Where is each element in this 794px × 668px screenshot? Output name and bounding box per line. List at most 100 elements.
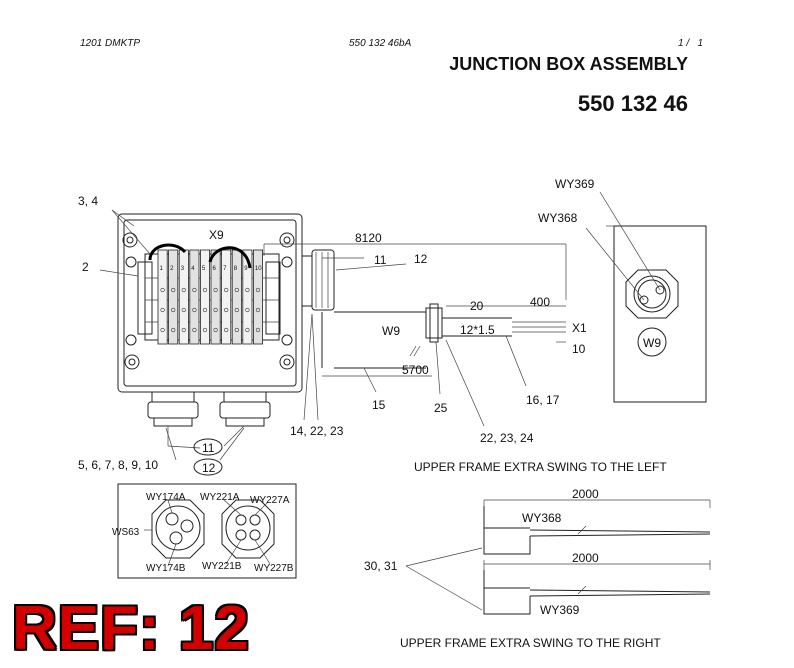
terminal-block <box>242 249 253 345</box>
terminal-number: 10 <box>255 266 262 272</box>
terminal-screw <box>255 287 261 293</box>
terminal-block <box>189 249 200 345</box>
label-3-4: 3, 4 <box>78 194 98 208</box>
label-400: 400 <box>530 295 550 309</box>
terminal-screw <box>171 307 176 313</box>
corner-screws <box>122 232 295 370</box>
label-w9-side: W9 <box>643 336 661 350</box>
terminal-number: 4 <box>191 266 195 272</box>
terminal-screw <box>224 307 229 313</box>
terminal-screw <box>224 287 229 293</box>
terminal-screw <box>202 327 208 333</box>
label-25: 25 <box>434 401 448 415</box>
labels: 3, 4 2 X9 8120 11 12 20 400 W9 12*1.5 X1… <box>78 177 667 650</box>
part-number: 550 132 46 <box>577 91 688 116</box>
label-15: 15 <box>372 398 386 412</box>
terminal-screw <box>213 287 218 293</box>
label-2000-top: 2000 <box>572 487 599 501</box>
terminal-block <box>199 249 210 345</box>
terminal-screw <box>192 327 197 333</box>
terminal-screw <box>181 307 186 313</box>
label-ws63: WS63 <box>112 527 140 538</box>
terminal-screw <box>171 327 176 333</box>
label-wy227b: WY227B <box>254 563 294 574</box>
terminal-block <box>221 249 232 345</box>
cable-w9 <box>263 243 567 427</box>
terminal-screw <box>202 307 208 313</box>
terminal-screw <box>234 287 239 293</box>
terminal-screw <box>160 327 165 333</box>
terminal-screw <box>234 327 239 333</box>
terminal-screw <box>245 327 250 333</box>
doc-number: 550 132 46bA <box>349 38 412 49</box>
terminal-number: 1 <box>160 266 164 272</box>
terminal-block <box>168 249 179 345</box>
terminal-screw <box>160 287 165 293</box>
terminal-screw <box>202 287 208 293</box>
terminal-block <box>157 249 168 345</box>
label-wy368-swing: WY368 <box>522 511 562 525</box>
ref-stamp: REF: 12 <box>12 594 250 663</box>
terminal-screw <box>192 307 197 313</box>
label-30-31: 30, 31 <box>364 559 398 573</box>
terminal-screw <box>192 287 197 293</box>
terminal-number: 5 <box>202 266 206 272</box>
terminal-block <box>178 249 189 345</box>
label-12-bottom: 12 <box>202 461 216 475</box>
terminal-number: 3 <box>181 266 185 272</box>
terminal-block <box>210 249 221 345</box>
label-5700: 5700 <box>402 363 429 377</box>
label-wy369: WY369 <box>555 177 595 191</box>
terminal-screw <box>255 327 261 333</box>
side-view <box>585 191 707 403</box>
terminal-screw <box>245 287 250 293</box>
label-11-top: 11 <box>374 253 387 267</box>
terminal-screw <box>181 287 186 293</box>
terminal-number: 9 <box>244 266 248 272</box>
label-wy369-swing: WY369 <box>540 603 580 617</box>
label-14-22-23: 14, 22, 23 <box>290 424 344 438</box>
page-title: JUNCTION BOX ASSEMBLY <box>449 54 688 74</box>
label-wy221b: WY221B <box>202 561 242 572</box>
terminal-number: 8 <box>234 266 238 272</box>
doc-code: 1201 DMKTP <box>80 38 141 49</box>
label-x1: X1 <box>572 321 587 335</box>
label-8120: 8120 <box>355 231 382 245</box>
label-2000-bottom: 2000 <box>572 551 599 565</box>
bottom-glands <box>147 391 271 427</box>
terminal-screw <box>181 327 186 333</box>
terminal-screw <box>160 307 165 313</box>
terminal-number: 7 <box>223 266 227 272</box>
terminal-screw <box>245 307 250 313</box>
label-12x1-5: 12*1.5 <box>460 323 495 337</box>
terminal-screw <box>234 307 239 313</box>
swing-cables <box>405 499 711 615</box>
label-20: 20 <box>470 299 484 313</box>
label-wy368: WY368 <box>538 211 578 225</box>
label-wy174a: WY174A <box>146 492 186 503</box>
label-w9: W9 <box>382 324 400 338</box>
terminal-screw <box>213 307 218 313</box>
terminal-screw <box>255 307 261 313</box>
label-5-10: 5, 6, 7, 8, 9, 10 <box>78 458 158 472</box>
detail-labels: WY174A WY221A WY227A WS63 WY174B WY221B … <box>112 492 294 574</box>
label-x9: X9 <box>209 228 224 242</box>
terminal-block <box>252 249 263 345</box>
label-2: 2 <box>82 260 89 274</box>
terminal-screw <box>171 287 176 293</box>
label-16-17: 16, 17 <box>526 393 560 407</box>
label-11-bottom: 11 <box>202 441 215 455</box>
terminal-block <box>231 249 242 345</box>
terminal-number: 2 <box>170 266 174 272</box>
label-12-top: 12 <box>414 252 428 266</box>
page-number: 1 / 1 <box>678 38 704 49</box>
label-10: 10 <box>572 342 586 356</box>
gland-detail <box>117 483 297 579</box>
label-wy227a: WY227A <box>250 495 290 506</box>
label-wy221a: WY221A <box>200 492 240 503</box>
label-22-23-24: 22, 23, 24 <box>480 431 534 445</box>
terminal-number: 6 <box>213 266 217 272</box>
